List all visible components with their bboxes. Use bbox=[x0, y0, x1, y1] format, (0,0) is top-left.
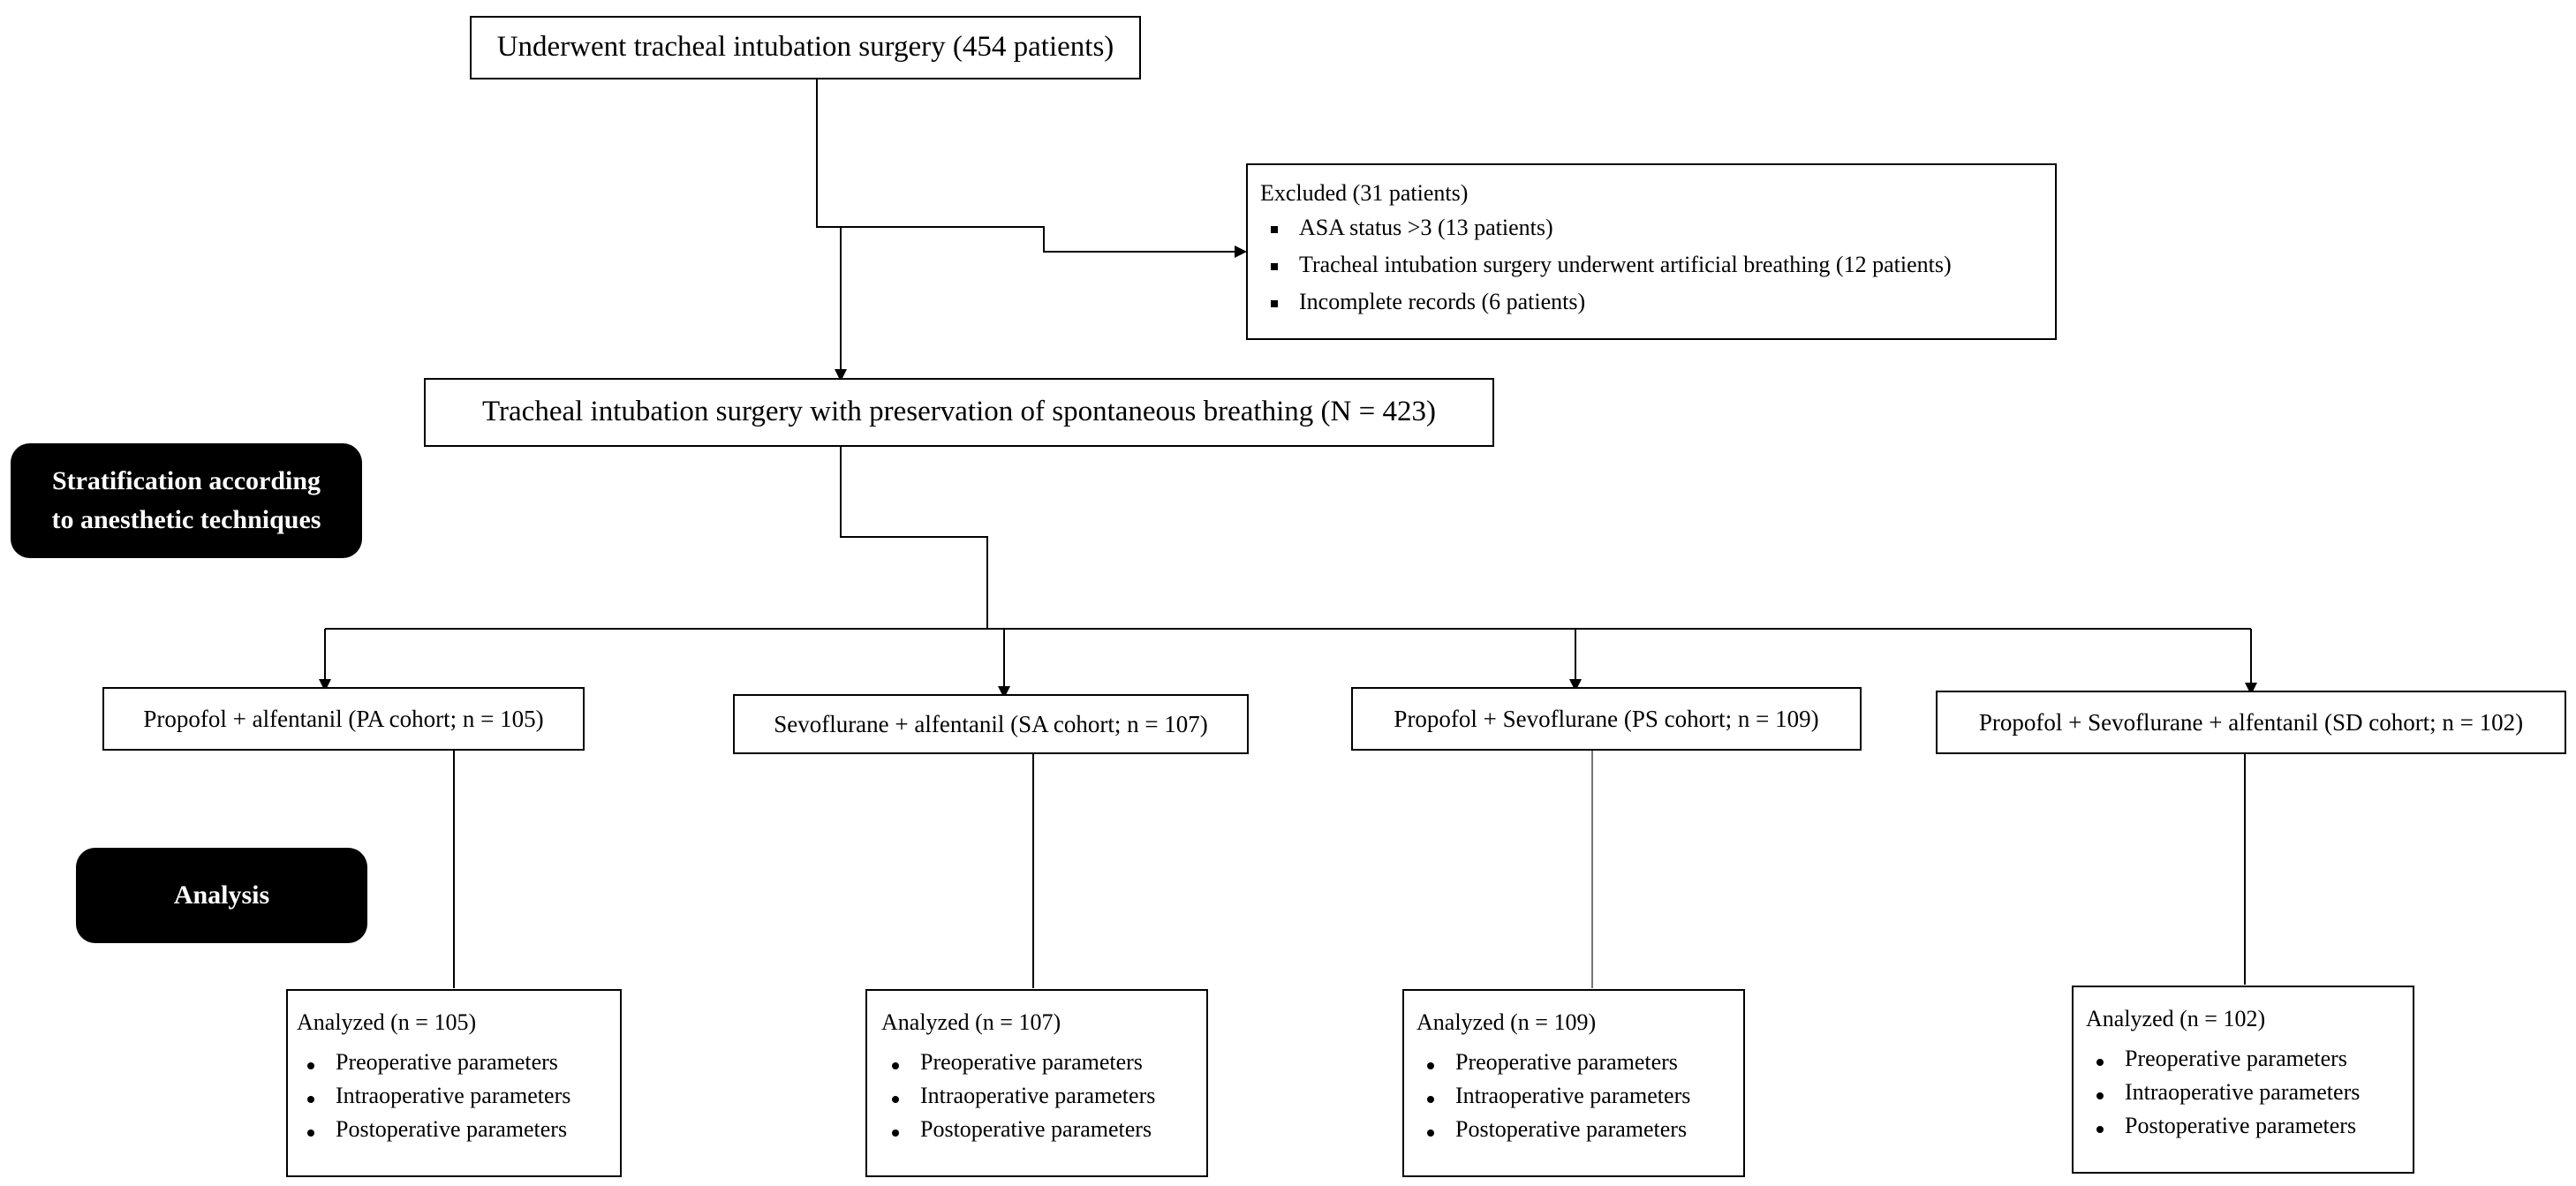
analysis-item: Intraoperative parameters bbox=[1416, 1079, 1743, 1113]
enrollment-text: Underwent tracheal intubation surgery (4… bbox=[496, 31, 1114, 64]
stratification-label-line1: Stratification according bbox=[51, 466, 321, 495]
analyzed-title: Analyzed (n = 105) bbox=[297, 1009, 477, 1035]
excluded-title: Excluded (31 patients) bbox=[1260, 180, 1469, 206]
analyzed-box-ps: Analyzed (n = 109) Preoperative paramete… bbox=[1402, 989, 1745, 1177]
analysis-list: Preoperative parameters Intraoperative p… bbox=[881, 1046, 1206, 1146]
excluded-item: Tracheal intubation surgery underwent ar… bbox=[1260, 246, 2055, 283]
excluded-item: Incomplete records (6 patients) bbox=[1260, 283, 2055, 321]
analysis-item: Postoperative parameters bbox=[2086, 1109, 2413, 1143]
stratification-label-line2: to anesthetic techniques bbox=[51, 505, 321, 534]
spontaneous-breathing-text: Tracheal intubation surgery with preserv… bbox=[482, 396, 1436, 428]
analysis-item: Preoperative parameters bbox=[2086, 1042, 2413, 1076]
mid-to-branch-line bbox=[840, 447, 988, 629]
analysis-item: Postoperative parameters bbox=[297, 1113, 620, 1146]
analysis-label: Analysis bbox=[76, 848, 367, 943]
cohort-label: Propofol + Sevoflurane (PS cohort; n = 1… bbox=[1394, 705, 1819, 732]
analysis-item: Postoperative parameters bbox=[881, 1113, 1206, 1146]
analysis-label-text: Analysis bbox=[173, 880, 270, 910]
analyzed-title: Analyzed (n = 102) bbox=[2086, 1006, 2266, 1031]
analysis-item: Preoperative parameters bbox=[881, 1046, 1206, 1079]
cohort-box-sd: Propofol + Sevoflurane + alfentanil (SD … bbox=[1936, 691, 2566, 754]
analyzed-box-sa: Analyzed (n = 107) Preoperative paramete… bbox=[865, 989, 1208, 1177]
analysis-item: Preoperative parameters bbox=[297, 1046, 620, 1079]
cohort-label: Propofol + Sevoflurane + alfentanil (SD … bbox=[1978, 708, 2524, 736]
cohort-label: Propofol + alfentanil (PA cohort; n = 10… bbox=[143, 705, 544, 732]
cohort-box-sa: Sevoflurane + alfentanil (SA cohort; n =… bbox=[733, 694, 1249, 754]
excluded-item: ASA status >3 (13 patients) bbox=[1260, 209, 2055, 246]
analyzed-title: Analyzed (n = 109) bbox=[1416, 1009, 1597, 1035]
cohort-box-pa: Propofol + alfentanil (PA cohort; n = 10… bbox=[102, 687, 585, 751]
analysis-list: Preoperative parameters Intraoperative p… bbox=[297, 1046, 620, 1146]
analysis-item: Preoperative parameters bbox=[1416, 1046, 1743, 1079]
spontaneous-breathing-box: Tracheal intubation surgery with preserv… bbox=[424, 378, 1494, 447]
analysis-list: Preoperative parameters Intraoperative p… bbox=[2086, 1042, 2413, 1143]
excluded-list: ASA status >3 (13 patients) Tracheal int… bbox=[1260, 209, 2055, 321]
cohort-label: Sevoflurane + alfentanil (SA cohort; n =… bbox=[774, 710, 1208, 737]
analysis-list: Preoperative parameters Intraoperative p… bbox=[1416, 1046, 1743, 1146]
analysis-item: Postoperative parameters bbox=[1416, 1113, 1743, 1146]
arrow-to-excluded bbox=[816, 79, 1247, 258]
analysis-item: Intraoperative parameters bbox=[881, 1079, 1206, 1113]
enrollment-box: Underwent tracheal intubation surgery (4… bbox=[470, 16, 1141, 79]
analysis-item: Intraoperative parameters bbox=[297, 1079, 620, 1113]
analyzed-box-pa: Analyzed (n = 105) Preoperative paramete… bbox=[286, 989, 622, 1177]
analyzed-title: Analyzed (n = 107) bbox=[881, 1009, 1061, 1035]
stratification-label: Stratification according to anesthetic t… bbox=[11, 443, 362, 558]
analysis-item: Intraoperative parameters bbox=[2086, 1076, 2413, 1109]
analyzed-box-sd: Analyzed (n = 102) Preoperative paramete… bbox=[2072, 986, 2414, 1174]
cohort-box-ps: Propofol + Sevoflurane (PS cohort; n = 1… bbox=[1351, 687, 1862, 751]
excluded-box: Excluded (31 patients) ASA status >3 (13… bbox=[1246, 163, 2057, 340]
